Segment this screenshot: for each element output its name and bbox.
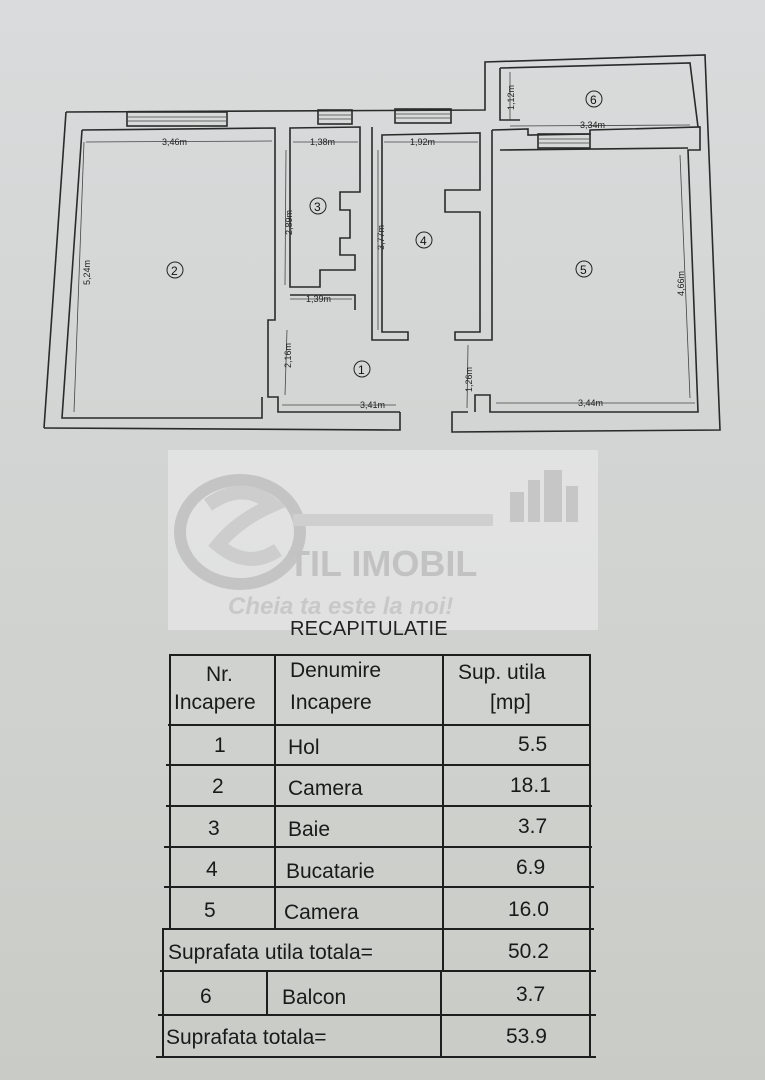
dim-room1-height: 2,16m [283, 343, 293, 368]
wall-room4 [371, 127, 493, 341]
header-name-line2: Incapere [290, 691, 372, 714]
row-5-area: 16.0 [508, 898, 549, 921]
wall-room3 [289, 126, 361, 288]
header-area-line1: Sup. utila [458, 661, 546, 684]
dim-room3-height: 2,89m [284, 210, 294, 235]
dim-room2-width: 3,46m [162, 137, 187, 147]
balcony-name: Balcon [282, 986, 347, 1009]
watermark-slogan: Cheia ta este la noi! [228, 593, 453, 620]
wall-balcony [499, 62, 699, 128]
key-logo-icon [174, 474, 306, 590]
subtotal-value: 50.2 [508, 940, 549, 963]
wall-room5 [474, 126, 701, 413]
row-5-nr: 5 [204, 899, 216, 922]
total-value: 53.9 [506, 1025, 547, 1048]
balcony-nr: 6 [200, 985, 212, 1008]
dim-room5-width: 3,44m [578, 398, 603, 408]
dim-room2-height: 5,24m [82, 260, 92, 285]
header-nr-line1: Nr. [206, 663, 233, 686]
watermark: TIL IMOBIL Cheia ta este la noi! [168, 450, 598, 630]
row-2-area: 18.1 [510, 774, 551, 797]
inner-wall-room2 [81, 127, 400, 413]
dim-door-height: 1,26m [464, 367, 474, 392]
room-number-6: 6 [590, 93, 597, 107]
watermark-brand: TIL IMOBIL [288, 543, 477, 584]
subtotal-label: Suprafata utila totala= [168, 941, 373, 964]
inner-wall-room2-left [61, 129, 263, 419]
row-1-nr: 1 [214, 734, 226, 757]
outer-wall-left-side [43, 111, 67, 429]
row-4-nr: 4 [206, 858, 218, 881]
header-nr-line2: Incapere [174, 691, 256, 714]
dim-room4-height: 3,77m [376, 225, 386, 250]
dim-room5-height: 4,66m [676, 271, 686, 296]
recap-title: RECAPITULATIE [290, 618, 448, 640]
floor-plan: 3,46m 5,24m 1,38m 2,89m 1,92m 3,77m 1,39… [43, 54, 721, 433]
window-room5 [537, 133, 591, 149]
header-area-line2: [mp] [490, 691, 531, 714]
window-room3 [317, 109, 353, 125]
dim-room3-lower-width: 1,39m [306, 294, 331, 304]
row-1-name: Hol [288, 736, 320, 759]
row-3-name: Baie [288, 818, 331, 841]
row-2-name: Camera [288, 777, 363, 800]
wall-room5-inner [499, 147, 689, 151]
row-4-area: 6.9 [516, 856, 546, 879]
room-number-5: 5 [580, 263, 587, 277]
row-2-nr: 2 [212, 775, 224, 798]
balcony-area: 3.7 [516, 983, 546, 1006]
window-room4 [394, 108, 452, 124]
room-number-2: 2 [171, 264, 178, 278]
row-3-area: 3.7 [518, 815, 548, 838]
row-3-nr: 3 [208, 817, 220, 840]
row-4-name: Bucatarie [286, 860, 375, 883]
room-number-1: 1 [358, 363, 365, 377]
building-icon [510, 470, 578, 522]
total-label: Suprafata totala= [166, 1026, 327, 1049]
wall-room3-lower [290, 294, 356, 310]
header-name-line1: Denumire [290, 659, 382, 682]
dim-room1-width: 3,41m [360, 400, 385, 410]
room-number-4: 4 [420, 234, 427, 248]
window-room2 [126, 111, 228, 127]
row-5-name: Camera [284, 901, 359, 924]
outer-wall-left [65, 54, 721, 433]
row-1-area: 5.5 [518, 733, 548, 756]
dim-room6-width: 3,34m [580, 120, 605, 130]
dim-room3-width: 1,38m [310, 137, 335, 147]
outer-wall-bottom-left [43, 412, 401, 431]
room-number-3: 3 [314, 200, 321, 214]
dim-room4-width: 1,92m [410, 137, 435, 147]
dim-room6-height: 1,12m [506, 85, 516, 110]
